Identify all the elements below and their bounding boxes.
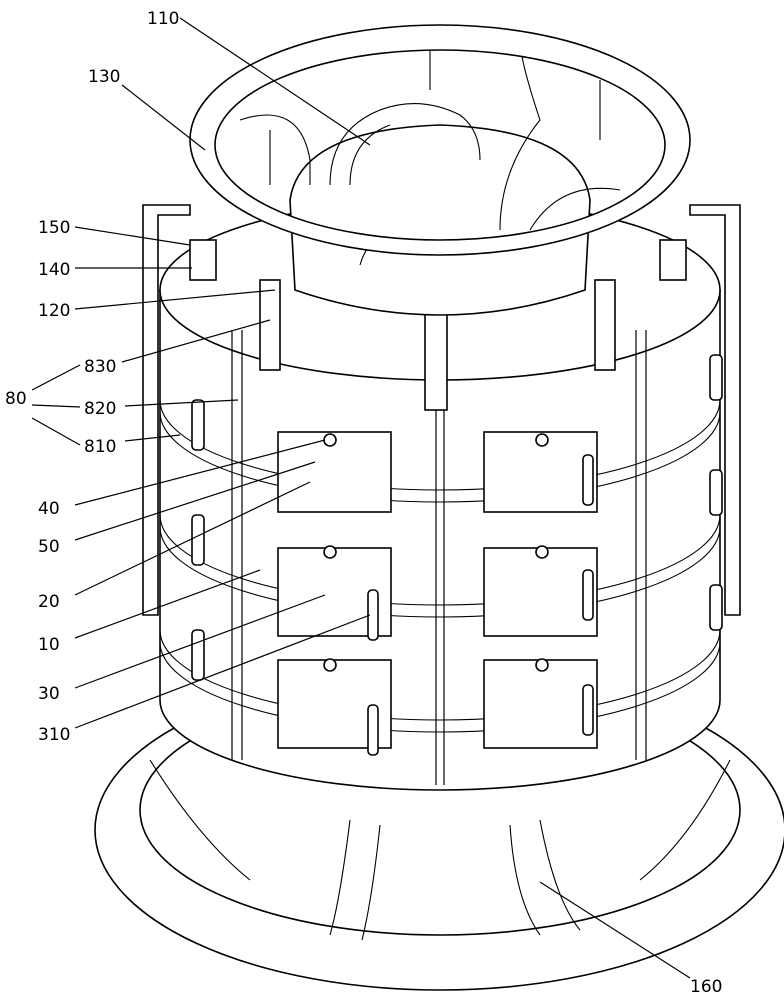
label-830: 830 xyxy=(84,357,116,377)
label-30: 30 xyxy=(38,684,60,704)
label-20: 20 xyxy=(38,592,60,612)
dome-110 xyxy=(240,40,620,315)
label-120: 120 xyxy=(38,301,70,321)
label-820: 820 xyxy=(84,399,116,419)
label-310: 310 xyxy=(38,725,70,745)
label-140: 140 xyxy=(38,260,70,280)
label-80: 80 xyxy=(5,389,27,409)
label-810: 810 xyxy=(84,437,116,457)
label-40: 40 xyxy=(38,499,60,519)
label-130: 130 xyxy=(88,67,120,87)
label-110: 110 xyxy=(147,9,179,29)
label-150: 150 xyxy=(38,218,70,238)
label-50: 50 xyxy=(38,537,60,557)
label-10: 10 xyxy=(38,635,60,655)
label-160: 160 xyxy=(690,977,722,997)
